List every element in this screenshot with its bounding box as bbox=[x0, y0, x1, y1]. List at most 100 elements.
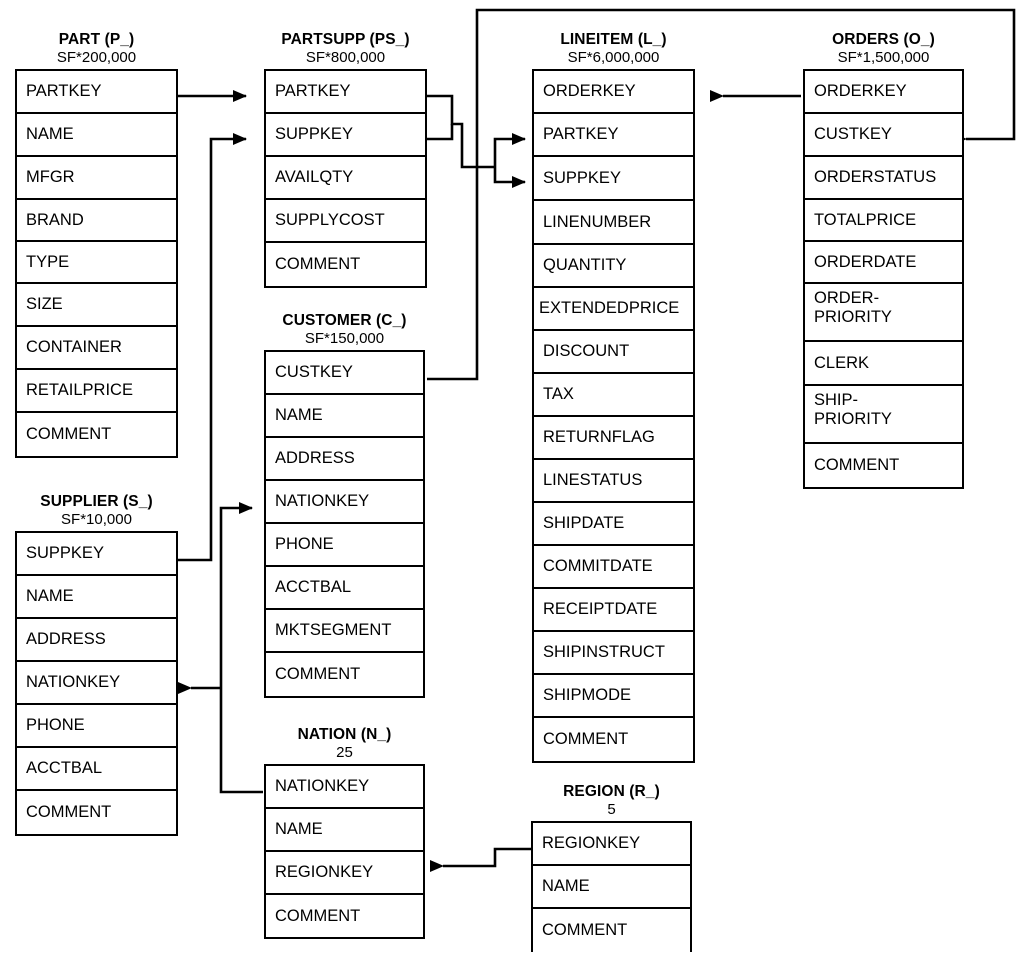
field-orders-orderdate: ORDERDATE bbox=[805, 242, 962, 284]
field-orders-custkey: CUSTKEY bbox=[805, 114, 962, 157]
field-part-comment: COMMENT bbox=[17, 413, 176, 456]
wire-nation-customer bbox=[219, 502, 263, 794]
wire-supplier-partsupp bbox=[178, 133, 247, 562]
field-orders-order-priority: ORDER- PRIORITY bbox=[805, 284, 962, 342]
field-part-brand: BRAND bbox=[17, 200, 176, 242]
table-nation-title: NATION (N_) bbox=[297, 726, 392, 743]
field-partsupp-suppkey: SUPPKEY bbox=[266, 114, 425, 157]
field-customer-phone: PHONE bbox=[266, 524, 423, 567]
field-supplier-name: NAME bbox=[17, 576, 176, 619]
field-supplier-acctbal: ACCTBAL bbox=[17, 748, 176, 791]
table-supplier: SUPPLIER (S_) SF*10,000 SUPPKEY NAME ADD… bbox=[15, 492, 178, 836]
field-part-type: TYPE bbox=[17, 242, 176, 284]
table-nation-fields: NATIONKEY NAME REGIONKEY COMMENT bbox=[264, 764, 425, 939]
field-partsupp-supplycost: SUPPLYCOST bbox=[266, 200, 425, 243]
wire-partsupp-lineitem-trunk bbox=[427, 94, 495, 169]
field-orders-order-priority-line1: ORDER- bbox=[814, 289, 880, 307]
table-part-title: PART (P_) bbox=[58, 31, 135, 48]
table-region-fields: REGIONKEY NAME COMMENT bbox=[531, 821, 692, 952]
field-nation-comment: COMMENT bbox=[266, 895, 423, 937]
field-orders-ship-priority: SHIP- PRIORITY bbox=[805, 386, 962, 444]
table-region: REGION (R_) 5 REGIONKEY NAME COMMENT bbox=[531, 782, 692, 952]
field-lineitem-suppkey: SUPPKEY bbox=[534, 157, 693, 201]
field-lineitem-commitdate: COMMITDATE bbox=[534, 546, 693, 589]
field-lineitem-quantity: QUANTITY bbox=[534, 245, 693, 288]
field-customer-mktsegment: MKTSEGMENT bbox=[266, 610, 423, 653]
table-partsupp: PARTSUPP (PS_) SF*800,000 PARTKEY SUPPKE… bbox=[264, 30, 427, 288]
table-orders-cardinality: SF*1,500,000 bbox=[837, 49, 930, 66]
field-part-size: SIZE bbox=[17, 284, 176, 327]
field-orders-ship-priority-line1: SHIP- bbox=[814, 391, 859, 409]
field-orders-ship-priority-line2: PRIORITY bbox=[814, 410, 892, 428]
field-partsupp-availqty: AVAILQTY bbox=[266, 157, 425, 200]
wire-lineitem-partkey-arrow bbox=[493, 133, 526, 167]
table-nation: NATION (N_) 25 NATIONKEY NAME REGIONKEY … bbox=[264, 725, 425, 939]
field-orders-totalprice: TOTALPRICE bbox=[805, 200, 962, 242]
field-supplier-address: ADDRESS bbox=[17, 619, 176, 662]
field-partsupp-comment: COMMENT bbox=[266, 243, 425, 286]
table-supplier-fields: SUPPKEY NAME ADDRESS NATIONKEY PHONE ACC… bbox=[15, 531, 178, 836]
table-part: PART (P_) SF*200,000 PARTKEY NAME MFGR B… bbox=[15, 30, 178, 458]
field-lineitem-receiptdate: RECEIPTDATE bbox=[534, 589, 693, 632]
table-customer: CUSTOMER (C_) SF*150,000 CUSTKEY NAME AD… bbox=[264, 311, 425, 698]
table-lineitem-title: LINEITEM (L_) bbox=[560, 31, 667, 48]
field-orders-orderstatus: ORDERSTATUS bbox=[805, 157, 962, 200]
field-supplier-suppkey: SUPPKEY bbox=[17, 533, 176, 576]
table-partsupp-title: PARTSUPP (PS_) bbox=[281, 31, 410, 48]
field-part-mfgr: MFGR bbox=[17, 157, 176, 200]
field-lineitem-linenumber: LINENUMBER bbox=[534, 201, 693, 245]
field-supplier-nationkey: NATIONKEY bbox=[17, 662, 176, 705]
field-lineitem-discount: DISCOUNT bbox=[534, 331, 693, 374]
field-orders-comment: COMMENT bbox=[805, 444, 962, 487]
table-region-cardinality: 5 bbox=[607, 801, 616, 818]
field-partsupp-partkey: PARTKEY bbox=[266, 71, 425, 114]
field-customer-address: ADDRESS bbox=[266, 438, 423, 481]
wire-partsupp-lineitem-b bbox=[427, 124, 454, 141]
table-partsupp-cardinality: SF*800,000 bbox=[305, 49, 386, 66]
field-lineitem-tax: TAX bbox=[534, 374, 693, 417]
table-lineitem-fields: ORDERKEY PARTKEY SUPPKEY LINENUMBER QUAN… bbox=[532, 69, 695, 763]
field-orders-orderkey: ORDERKEY bbox=[805, 71, 962, 114]
field-supplier-comment: COMMENT bbox=[17, 791, 176, 834]
field-nation-nationkey: NATIONKEY bbox=[266, 766, 423, 809]
table-nation-cardinality: 25 bbox=[336, 744, 353, 761]
field-part-retailprice: RETAILPRICE bbox=[17, 370, 176, 413]
table-orders-fields: ORDERKEY CUSTKEY ORDERSTATUS TOTALPRICE … bbox=[803, 69, 964, 489]
field-orders-clerk: CLERK bbox=[805, 342, 962, 386]
wire-lineitem-suppkey-arrow bbox=[493, 167, 526, 188]
field-customer-name: NAME bbox=[266, 395, 423, 438]
field-region-comment: COMMENT bbox=[533, 909, 690, 952]
field-lineitem-shipinstruct: SHIPINSTRUCT bbox=[534, 632, 693, 675]
table-supplier-cardinality: SF*10,000 bbox=[61, 511, 132, 528]
table-customer-fields: CUSTKEY NAME ADDRESS NATIONKEY PHONE ACC… bbox=[264, 350, 425, 698]
table-customer-title: CUSTOMER (C_) bbox=[282, 312, 407, 329]
field-lineitem-shipdate: SHIPDATE bbox=[534, 503, 693, 546]
table-part-fields: PARTKEY NAME MFGR BRAND TYPE SIZE CONTAI… bbox=[15, 69, 178, 458]
table-partsupp-fields: PARTKEY SUPPKEY AVAILQTY SUPPLYCOST COMM… bbox=[264, 69, 427, 288]
table-part-cardinality: SF*200,000 bbox=[56, 49, 137, 66]
field-lineitem-orderkey: ORDERKEY bbox=[534, 71, 693, 114]
table-lineitem: LINEITEM (L_) SF*6,000,000 ORDERKEY PART… bbox=[532, 30, 695, 763]
table-supplier-title: SUPPLIER (S_) bbox=[40, 493, 153, 510]
field-part-name: NAME bbox=[17, 114, 176, 157]
table-lineitem-cardinality: SF*6,000,000 bbox=[567, 49, 660, 66]
wire-region-nation bbox=[430, 847, 531, 872]
field-customer-custkey: CUSTKEY bbox=[266, 352, 423, 395]
field-supplier-phone: PHONE bbox=[17, 705, 176, 748]
table-orders-title: ORDERS (O_) bbox=[832, 31, 935, 48]
field-nation-regionkey: REGIONKEY bbox=[266, 852, 423, 895]
table-region-title: REGION (R_) bbox=[563, 783, 660, 800]
field-customer-nationkey: NATIONKEY bbox=[266, 481, 423, 524]
table-orders: ORDERS (O_) SF*1,500,000 ORDERKEY CUSTKE… bbox=[803, 30, 964, 489]
field-lineitem-comment: COMMENT bbox=[534, 718, 693, 761]
field-orders-order-priority-line2: PRIORITY bbox=[814, 308, 892, 326]
field-lineitem-returnflag: RETURNFLAG bbox=[534, 417, 693, 460]
field-lineitem-partkey: PARTKEY bbox=[534, 114, 693, 157]
field-lineitem-linestatus: LINESTATUS bbox=[534, 460, 693, 503]
table-customer-cardinality: SF*150,000 bbox=[304, 330, 385, 347]
field-lineitem-shipmode: SHIPMODE bbox=[534, 675, 693, 718]
field-nation-name: NAME bbox=[266, 809, 423, 852]
field-region-regionkey: REGIONKEY bbox=[533, 823, 690, 866]
field-region-name: NAME bbox=[533, 866, 690, 909]
